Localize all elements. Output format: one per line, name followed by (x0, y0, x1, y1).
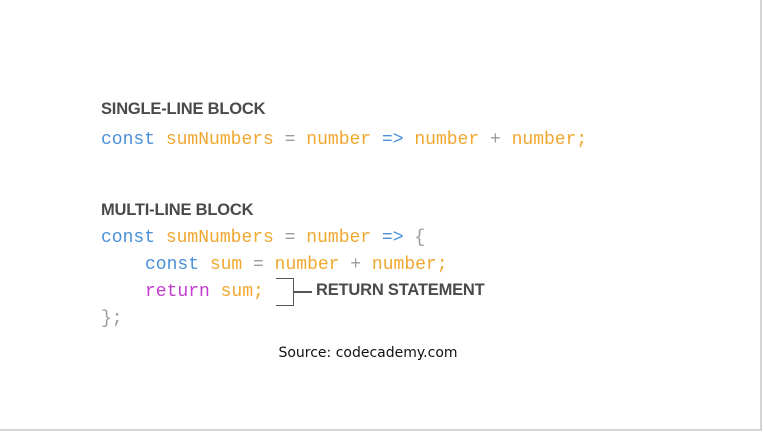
code-identifier: number (414, 130, 480, 150)
code-identifier: number (274, 255, 340, 275)
code-arrow: => (381, 228, 404, 248)
code-arrow: => (381, 130, 404, 150)
code-identifier: sumNumbers (165, 130, 274, 150)
multi-line-heading: MULTI-LINE BLOCK (101, 201, 254, 219)
multi-line-code-line-4: }; (101, 309, 123, 329)
code-identifier: sumNumbers (165, 228, 274, 248)
code-return-keyword: return (145, 282, 210, 302)
code-identifier: number (306, 130, 372, 150)
code-operator: = (284, 130, 296, 150)
multi-line-code-line-3: return sum; (145, 281, 264, 303)
code-identifier: number (306, 228, 372, 248)
code-identifier: sum (209, 255, 243, 275)
code-keyword: const (101, 228, 156, 248)
code-keyword: const (101, 130, 156, 150)
code-operator: + (350, 255, 362, 275)
code-identifier: sum; (220, 282, 264, 302)
single-line-heading: SINGLE-LINE BLOCK (101, 100, 266, 118)
source-caption: Source: codecademy.com (278, 345, 458, 361)
code-keyword: const (145, 255, 200, 275)
code-brace: { (414, 228, 426, 248)
return-statement-annotation: RETURN STATEMENT (316, 281, 485, 299)
single-line-code: const sumNumbers = number => number + nu… (101, 129, 587, 151)
return-bracket-tick (294, 291, 312, 293)
code-operator: = (253, 255, 264, 275)
code-identifier: number; (371, 255, 448, 275)
code-identifier: number; (511, 130, 588, 150)
code-operator: = (284, 228, 296, 248)
code-operator: + (489, 130, 501, 150)
multi-line-code-line-2: const sum = number + number; (145, 254, 448, 276)
return-bracket (276, 278, 294, 306)
multi-line-code-line-1: const sumNumbers = number => { (101, 227, 425, 249)
